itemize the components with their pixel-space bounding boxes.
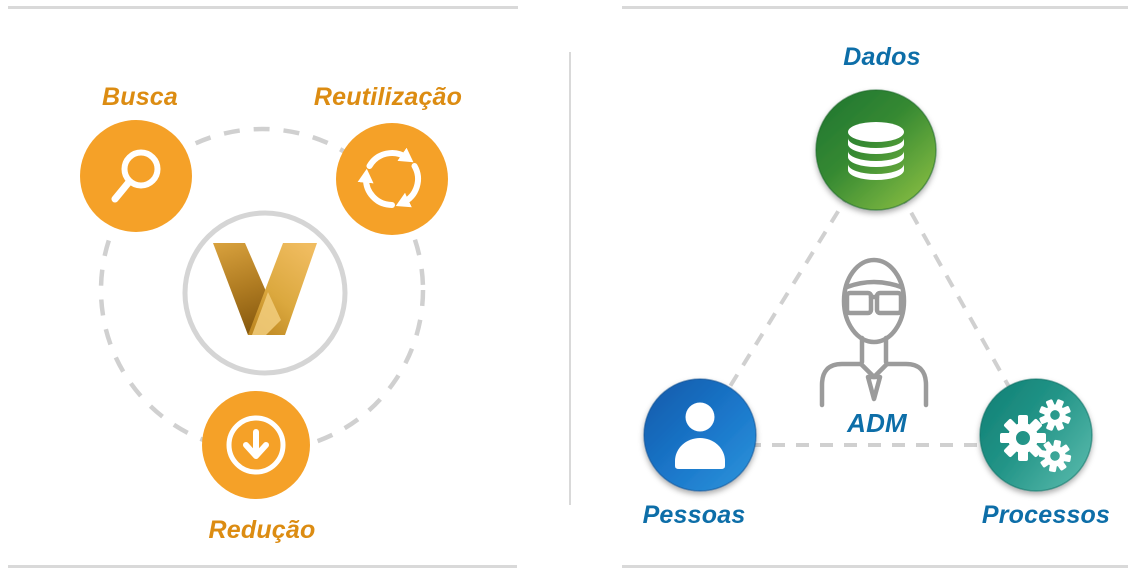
busca-label: Busca: [101, 83, 179, 111]
pessoas-node: [643, 378, 757, 492]
pessoas-circle: [643, 378, 757, 492]
download-icon: [226, 415, 286, 475]
dados-label: Dados: [843, 43, 921, 71]
admin-neck: [859, 335, 889, 365]
vault-cycle-diagram: [80, 120, 448, 499]
busca-circle: [80, 120, 192, 232]
reutilizacao-circle: [336, 123, 448, 235]
reducao-node: [202, 391, 310, 499]
database-icon: [848, 122, 904, 180]
adm-label: ADM: [847, 408, 907, 438]
admin-figure-icon: [819, 257, 929, 408]
reducao-label: Redução: [208, 516, 316, 544]
admin-head: [841, 257, 907, 345]
processos-label: Processos: [981, 501, 1111, 529]
admin-hairline: [844, 279, 904, 290]
person-icon: [675, 402, 725, 469]
search-icon: [111, 149, 161, 203]
bottom-rule-right: [622, 565, 1128, 568]
reutilizacao-node: [336, 123, 448, 235]
vault-v-logo: [213, 243, 317, 335]
dados-node: [815, 89, 937, 211]
gears-icon: [1000, 399, 1072, 473]
admin-glasses: [844, 290, 904, 316]
people-process-data-diagram: [643, 89, 1093, 492]
pessoas-label: Pessoas: [642, 501, 746, 529]
reutilizacao-label: Reutilização: [313, 83, 463, 111]
top-rule-right: [622, 6, 1128, 9]
bottom-rule-left: [8, 565, 517, 568]
processos-node: [979, 378, 1093, 492]
vault-logo-badge: [182, 210, 348, 376]
vault-v-twist-highlight: [252, 292, 281, 335]
busca-node: [80, 120, 192, 232]
admin-shoulders: [819, 361, 929, 408]
admin-collar-and-tie: [858, 361, 890, 402]
recycle-icon: [357, 147, 421, 208]
vertical-divider: [569, 52, 571, 505]
top-rule-left: [8, 6, 518, 9]
